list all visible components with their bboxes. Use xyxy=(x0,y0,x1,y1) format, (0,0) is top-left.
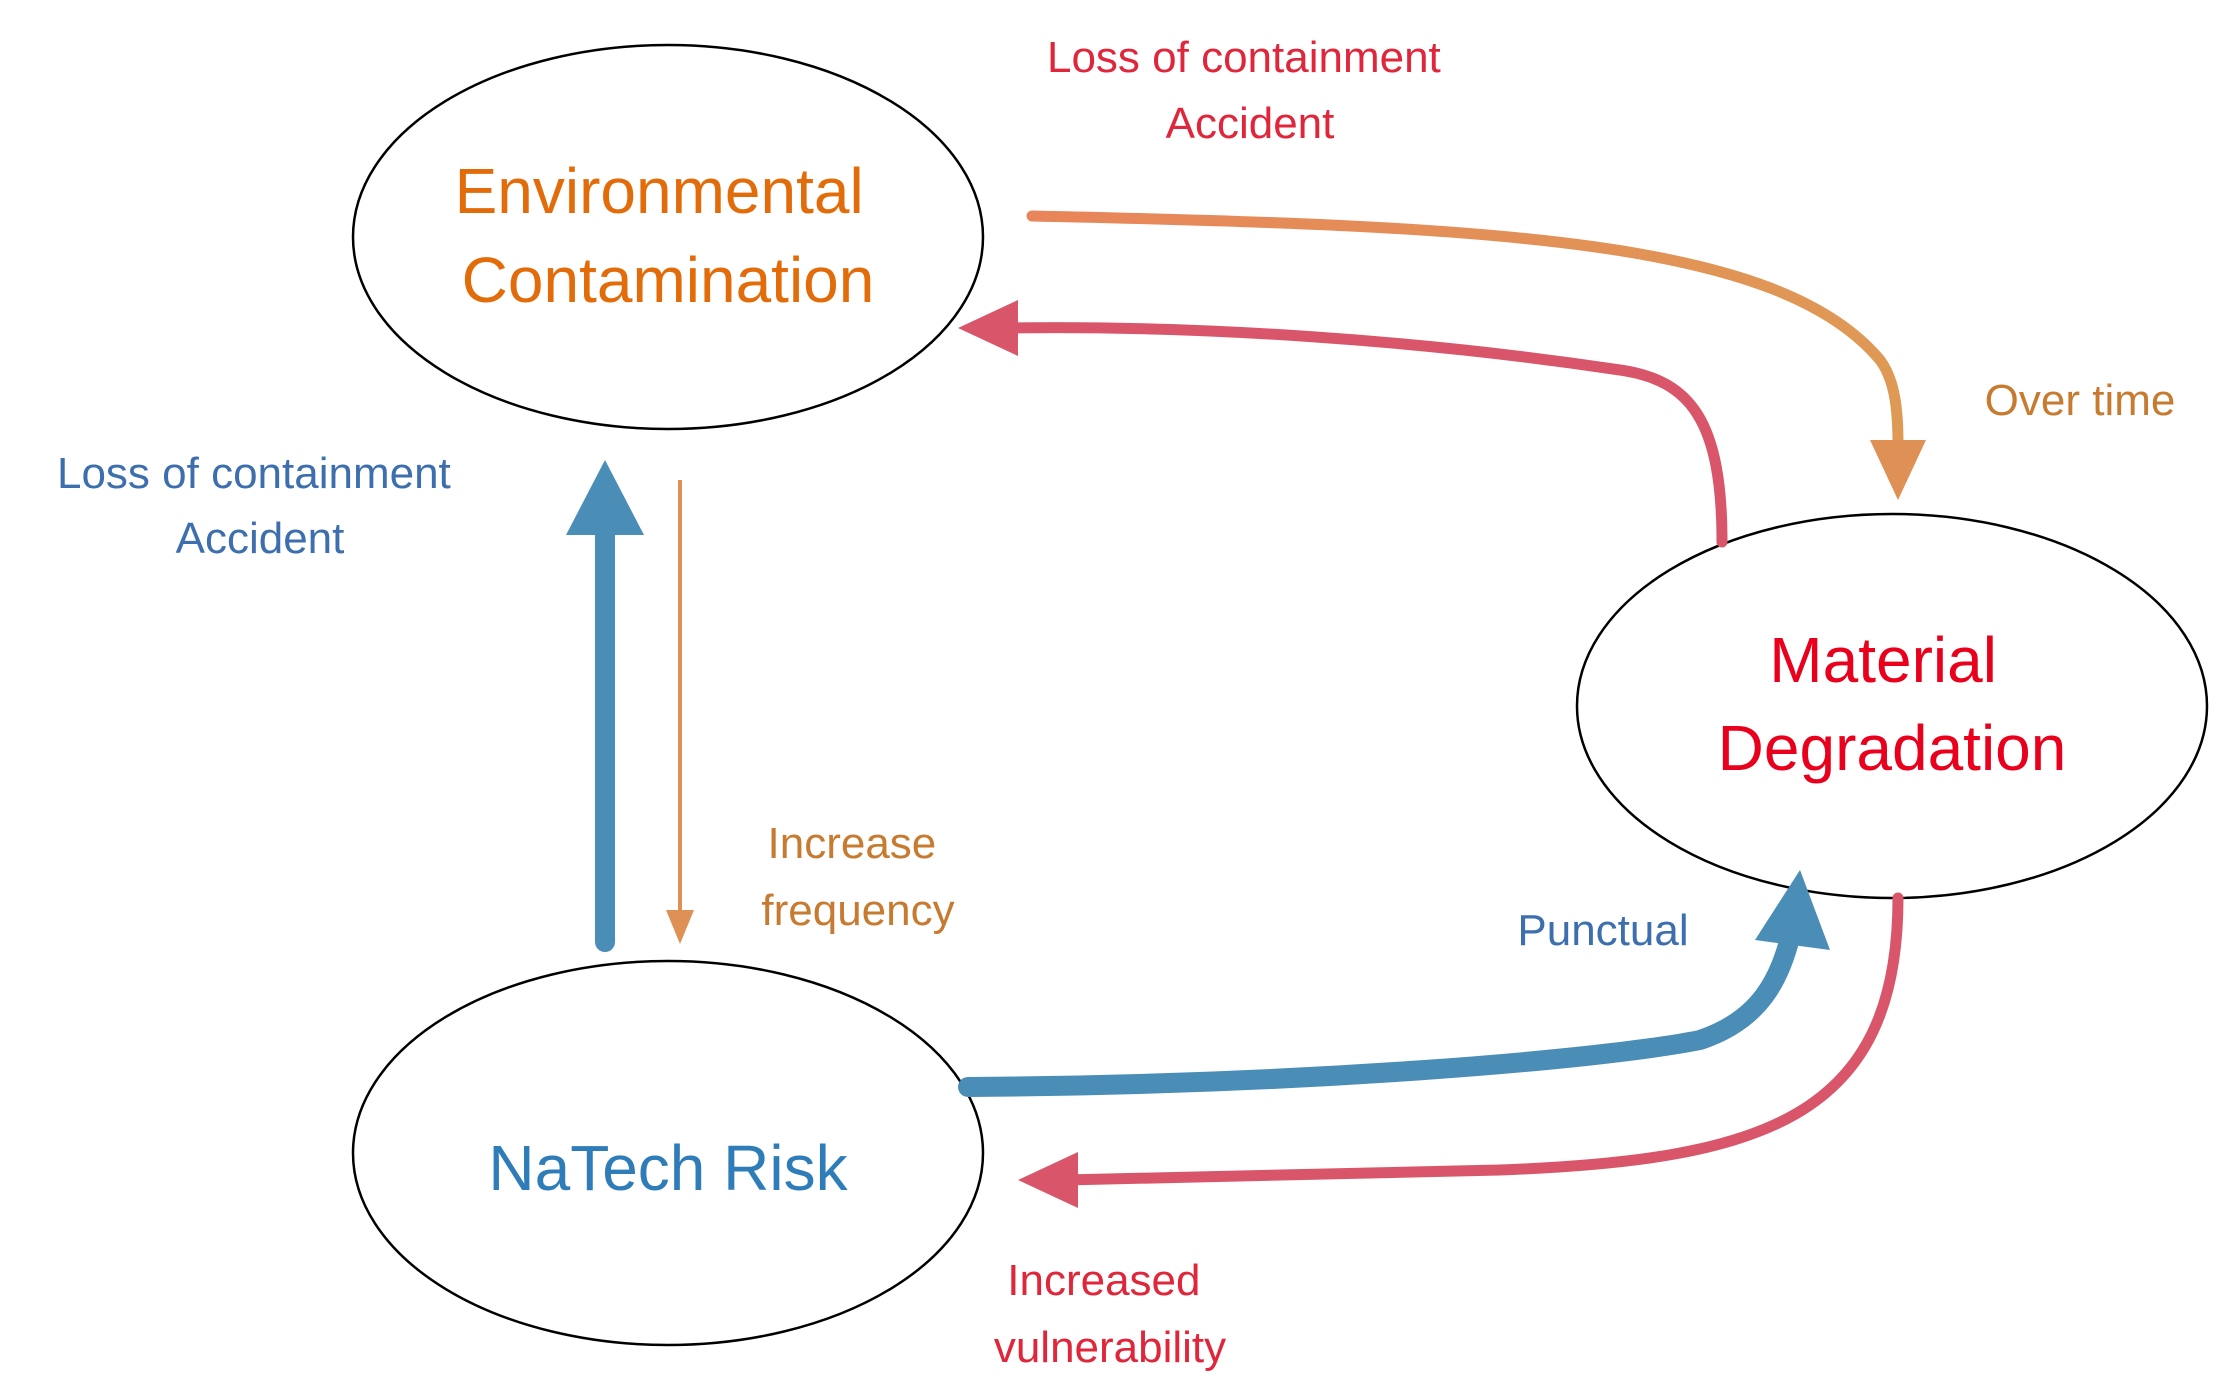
arrowhead-env-to-natech xyxy=(666,910,694,944)
arrow-material-to-natech xyxy=(1059,892,1904,1186)
natech-to-env-line2: Accident xyxy=(176,514,345,563)
arrowhead-natech-to-material xyxy=(1755,870,1830,950)
natech-risk-label: NaTech Risk xyxy=(488,1132,848,1204)
material-to-natech-line2: vulnerability xyxy=(994,1323,1226,1372)
material-degradation-node xyxy=(1575,512,2209,900)
env-to-natech-line2: frequency xyxy=(761,886,954,935)
edge-label-env-to-natech: Increase frequency xyxy=(761,819,954,935)
edge-label-natech-to-env: Loss of containment Accident xyxy=(57,449,463,563)
arrow-material-to-env xyxy=(999,322,1728,548)
material-degradation-label: Material Degradation xyxy=(1718,624,2067,784)
arrowhead-env-to-material xyxy=(1870,440,1926,500)
arrowhead-material-to-natech xyxy=(1018,1152,1078,1208)
arrow-natech-to-material xyxy=(958,920,1802,1097)
edge-label-over-time: Over time xyxy=(1985,376,2176,425)
arrowhead-natech-to-env xyxy=(566,460,644,535)
natech-risk-node xyxy=(351,959,985,1347)
env-to-material-line1: Loss of containment xyxy=(1047,33,1441,82)
material-line2: Degradation xyxy=(1718,712,2067,784)
arrow-env-to-material xyxy=(1026,210,1904,451)
env-to-material-line2: Accident xyxy=(1166,99,1335,148)
environmental-contamination-label: Environmental Contamination xyxy=(455,155,882,316)
edge-label-punctual: Punctual xyxy=(1517,906,1688,955)
environmental-line2: Contamination xyxy=(462,244,875,316)
edge-label-env-to-material: Loss of containment Accident xyxy=(1047,33,1453,148)
env-to-natech-line1: Increase xyxy=(768,819,937,868)
edge-label-material-to-natech: Increased vulnerability xyxy=(994,1256,1226,1372)
environmental-line1: Environmental xyxy=(455,155,864,227)
arrowhead-material-to-env xyxy=(958,300,1018,356)
environmental-contamination-node xyxy=(351,43,985,431)
natech-to-env-line1: Loss of containment xyxy=(57,449,451,498)
material-line1: Material xyxy=(1769,624,1997,696)
material-to-natech-line1: Increased xyxy=(1007,1256,1200,1305)
